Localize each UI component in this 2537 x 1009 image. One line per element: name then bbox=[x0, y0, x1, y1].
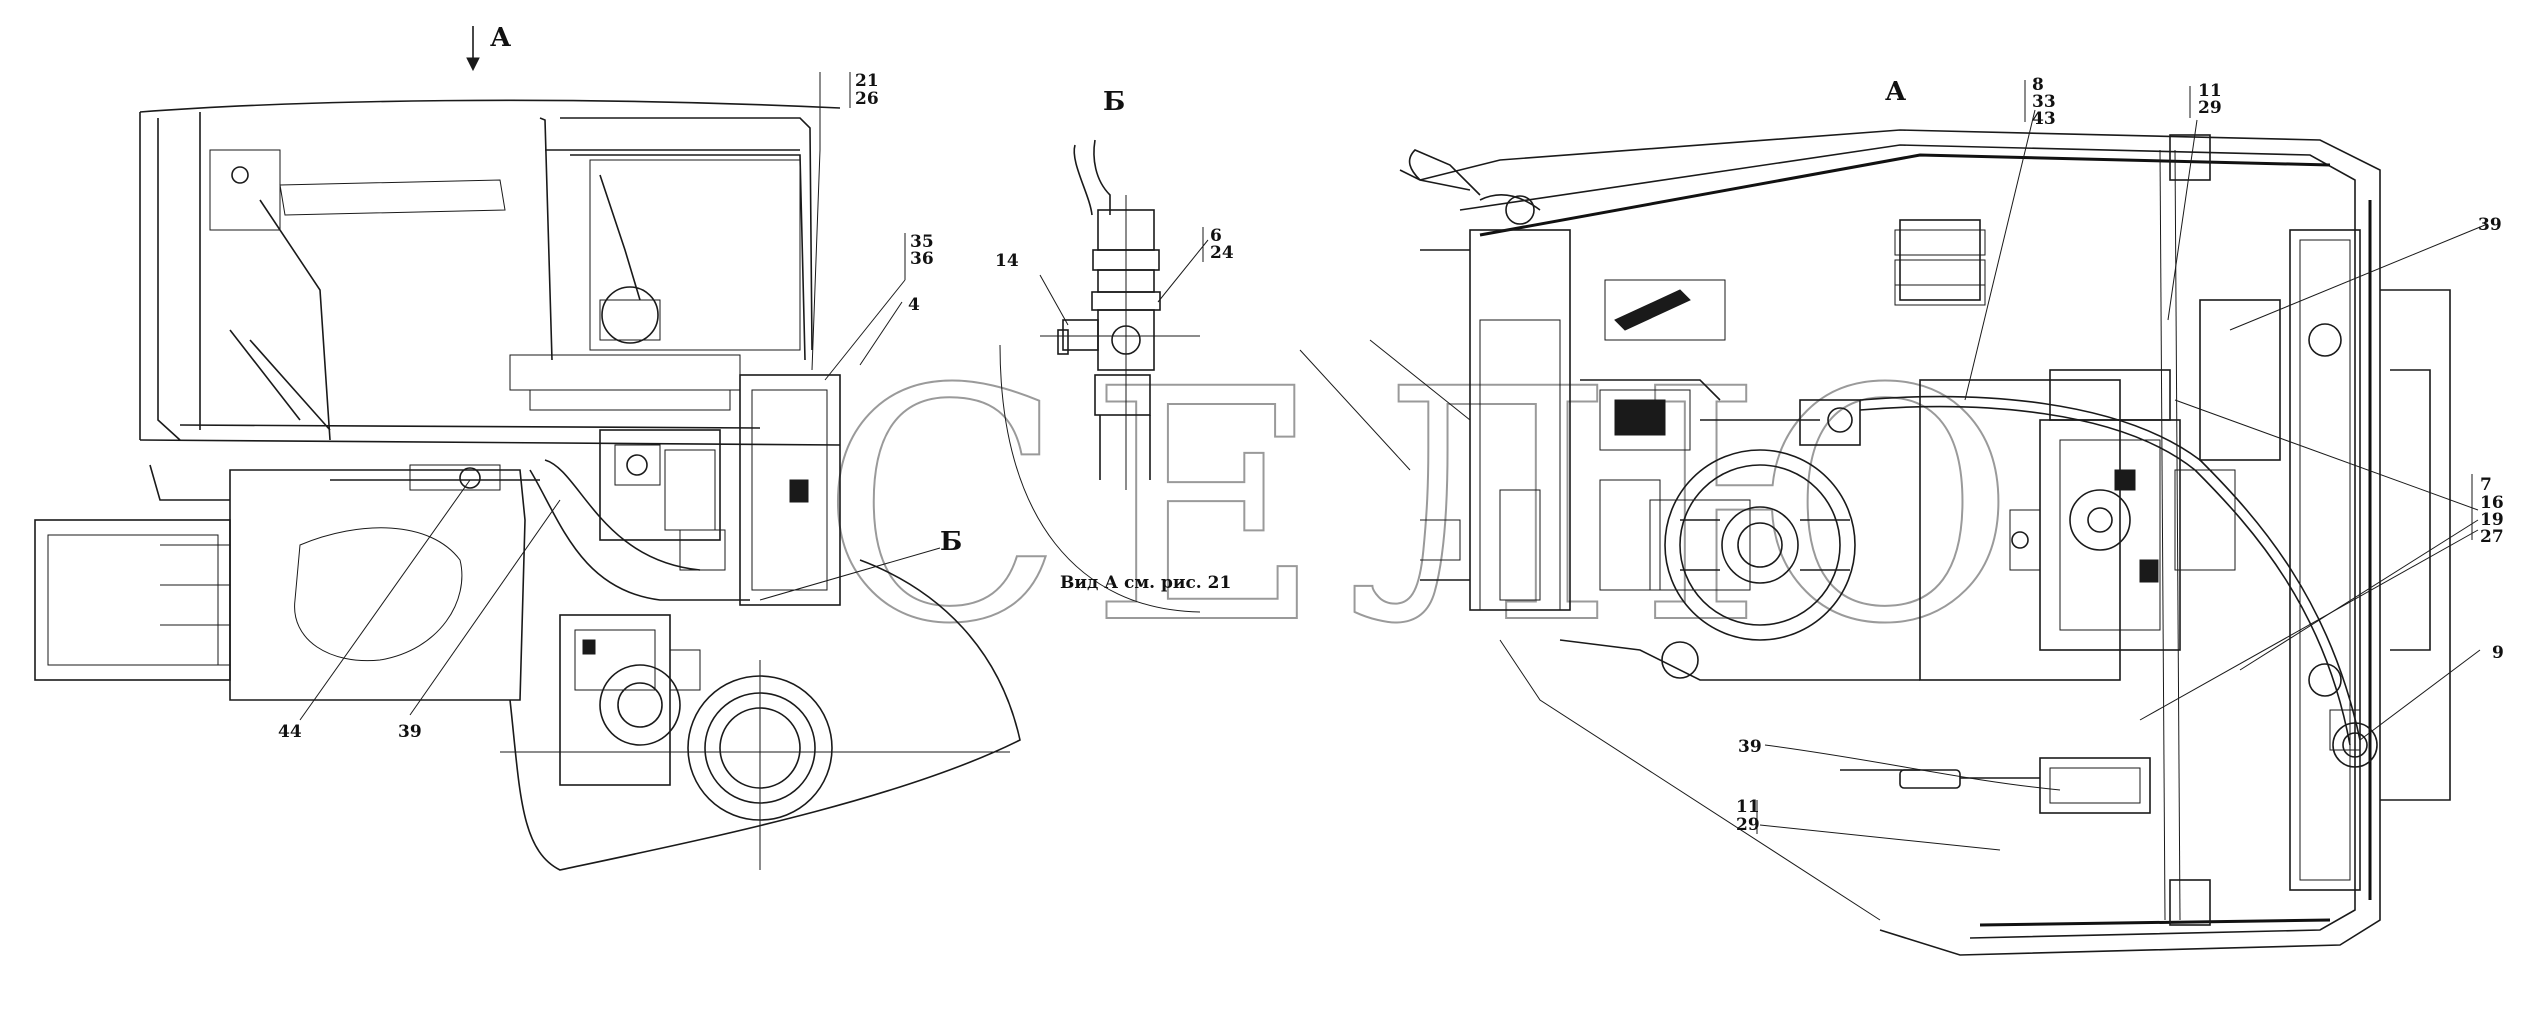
detail-b-title: Б bbox=[1103, 87, 1125, 117]
cab-roof bbox=[139, 99, 841, 113]
callout-8: 8 bbox=[2032, 75, 2044, 95]
watermark: СЕЛЮ bbox=[820, 322, 2043, 694]
callout-11-bottom: 11 bbox=[1736, 797, 1760, 817]
callout-39-left: 39 bbox=[398, 722, 422, 742]
detail-b-fitting: Б 14 6 24 Вид А см. рис. 21 bbox=[995, 87, 1234, 613]
callout-35: 35 bbox=[910, 232, 934, 252]
callout-29-top: 29 bbox=[2198, 98, 2222, 118]
callout-39-mid: 39 bbox=[1738, 737, 1762, 757]
callout-27: 27 bbox=[2480, 527, 2504, 547]
callout-33: 33 bbox=[2032, 92, 2056, 112]
callout-39-top: 39 bbox=[2478, 215, 2502, 235]
callout-7: 7 bbox=[2480, 475, 2492, 495]
callout-44: 44 bbox=[278, 722, 302, 742]
view-b-pointer-label: Б bbox=[940, 527, 962, 557]
callout-24: 24 bbox=[1210, 243, 1234, 263]
left-view-callouts: А 21 26 35 36 4 Б 44 39 bbox=[278, 23, 962, 742]
callout-4: 4 bbox=[908, 295, 920, 315]
view-arrow-head-icon bbox=[466, 57, 480, 72]
view-a-title: А bbox=[1885, 77, 1906, 107]
view-a-arrow-label: А bbox=[490, 23, 511, 53]
callout-19: 19 bbox=[2480, 510, 2504, 530]
callout-11-top: 11 bbox=[2198, 81, 2222, 101]
callout-43: 43 bbox=[2032, 109, 2056, 129]
callout-21: 21 bbox=[855, 71, 879, 91]
left-side-view bbox=[34, 26, 1021, 871]
callout-6: 6 bbox=[1210, 226, 1222, 246]
callout-26: 26 bbox=[855, 89, 879, 109]
callout-29-bottom: 29 bbox=[1736, 815, 1760, 835]
right-view-a bbox=[1299, 80, 2486, 956]
right-view-callouts: А 8 33 43 11 29 39 7 16 19 27 9 39 11 29 bbox=[1736, 75, 2504, 835]
callout-14: 14 bbox=[995, 251, 1019, 271]
callout-36: 36 bbox=[910, 249, 934, 269]
detail-b-caption: Вид А см. рис. 21 bbox=[1060, 573, 1231, 593]
callout-16: 16 bbox=[2480, 493, 2504, 513]
callout-9: 9 bbox=[2492, 643, 2504, 663]
